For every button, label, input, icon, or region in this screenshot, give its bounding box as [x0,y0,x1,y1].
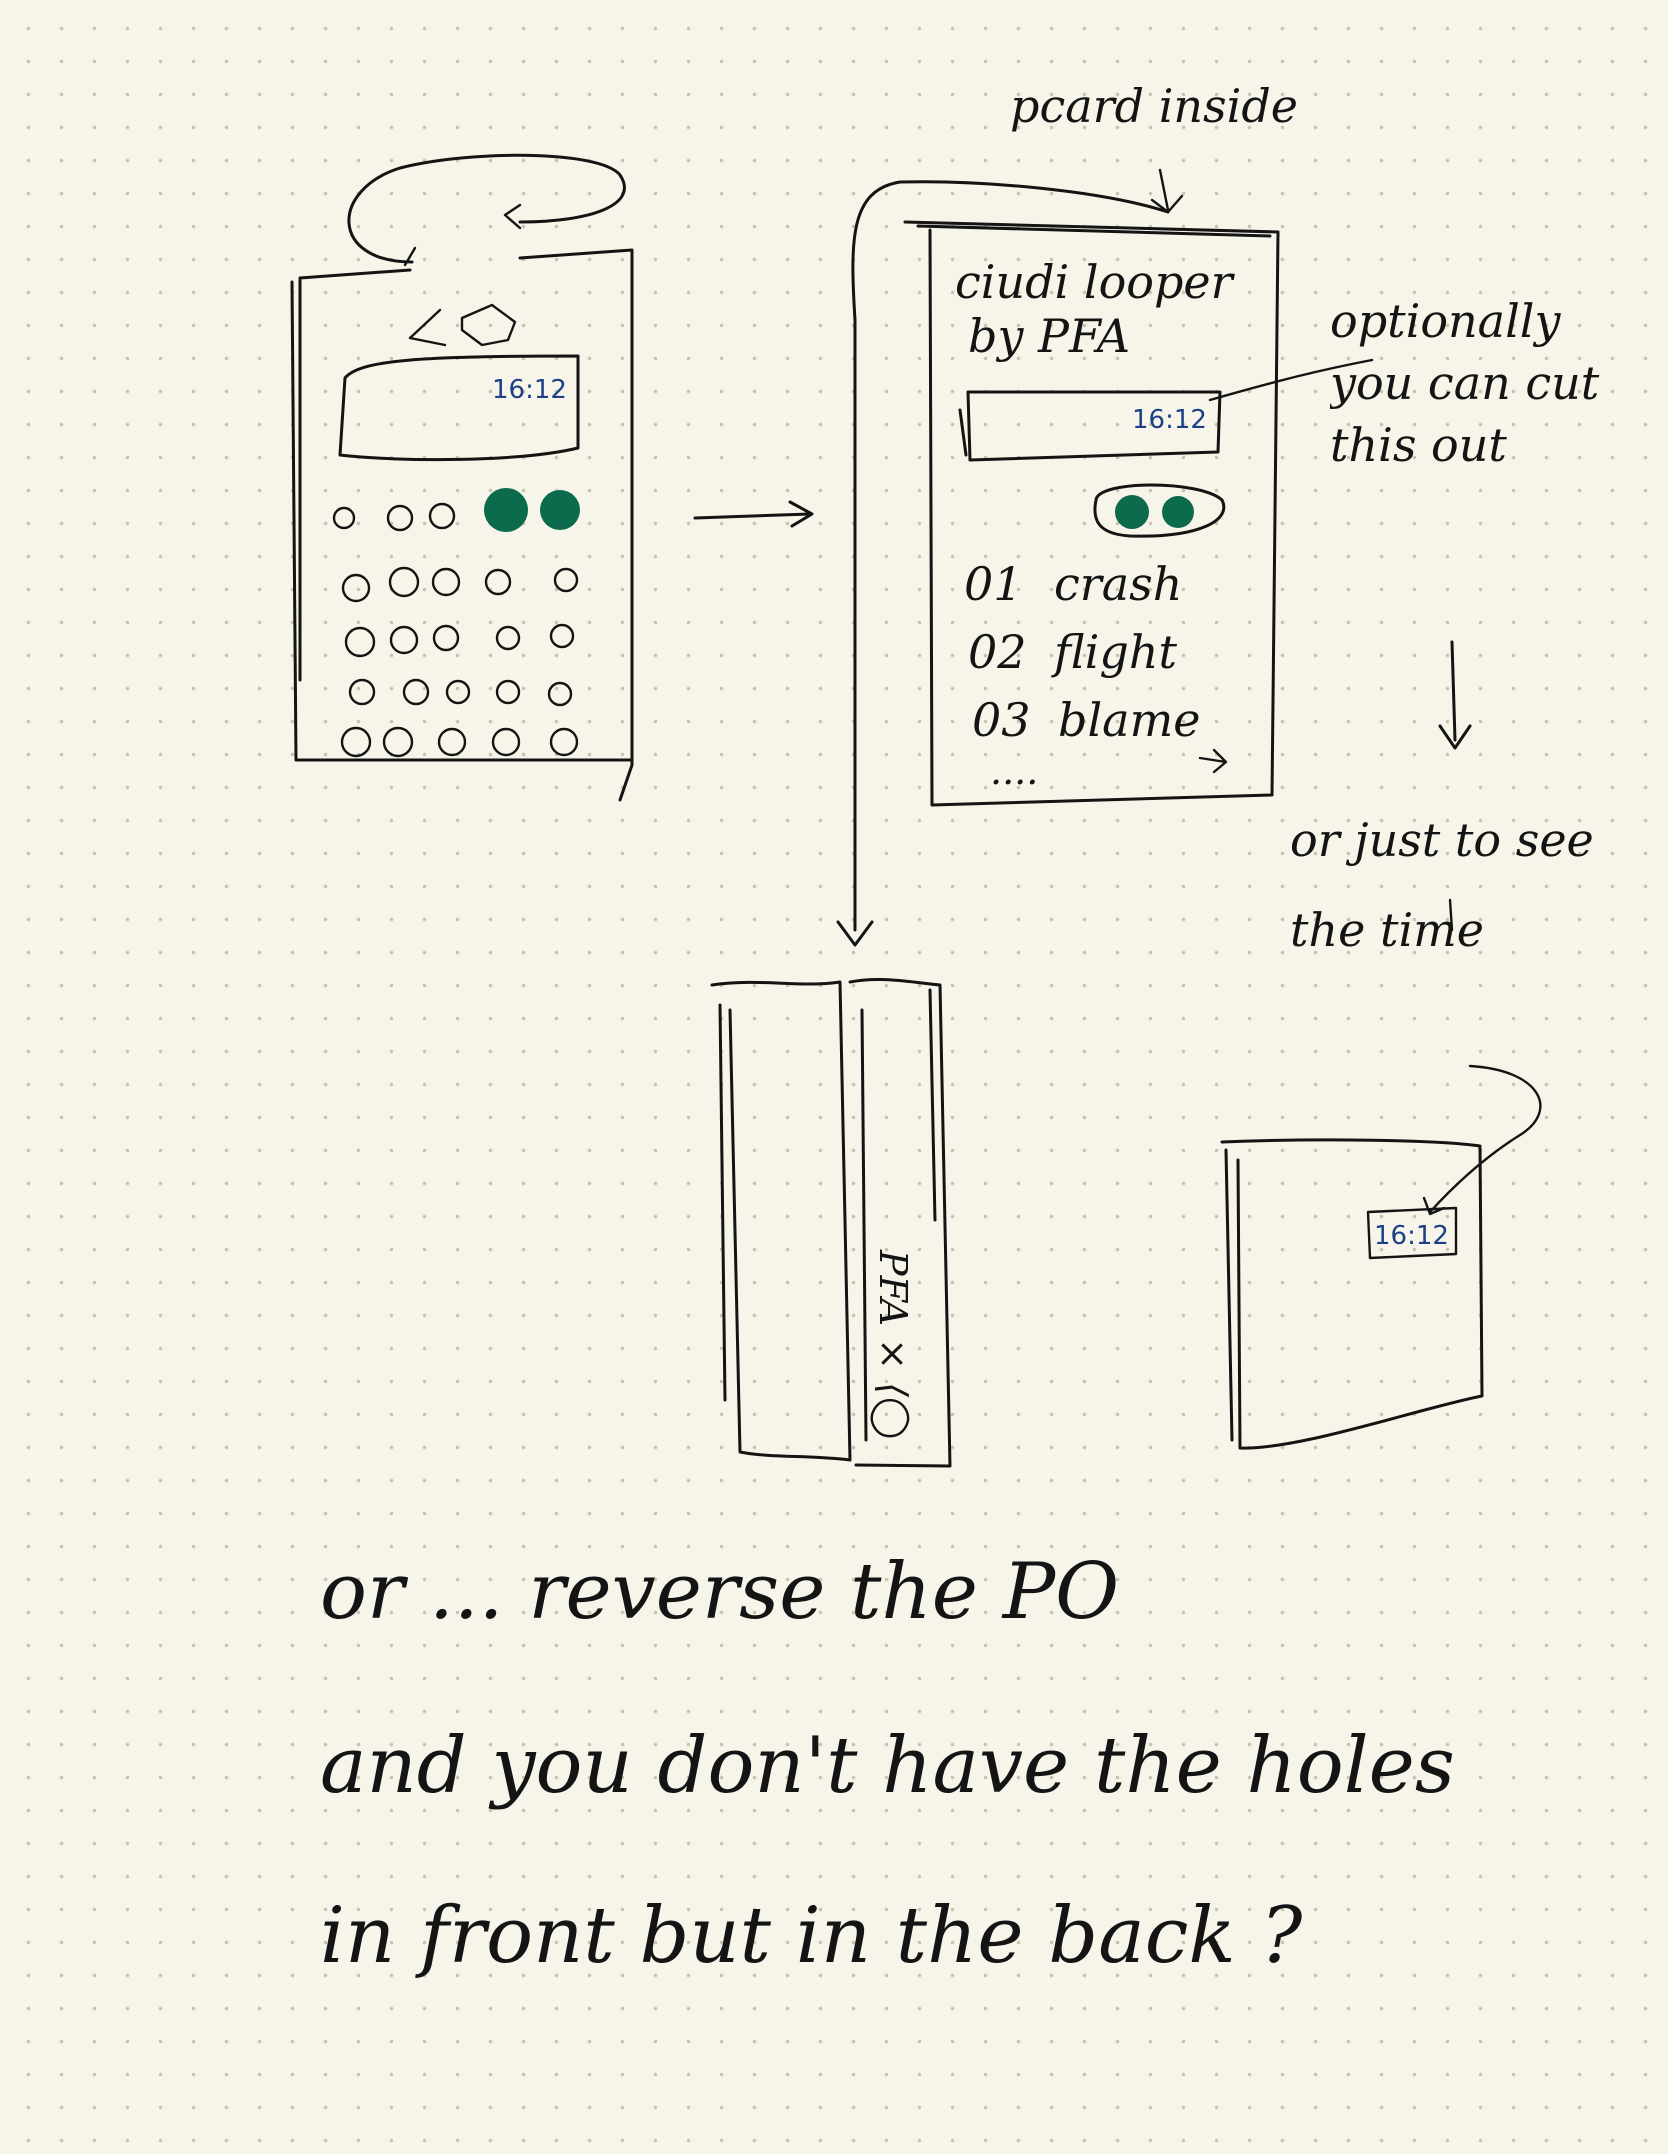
question-line-2: and you don't have the holes [320,1721,1455,1811]
annotation-pcard-inside: pcard inside [1010,79,1298,133]
bottom-question: or ... reverse the PO and you don't have… [320,1547,1455,1981]
left-top-button-row [332,502,456,532]
device-logo-icon [408,303,517,347]
spine-left-panel [710,980,852,1462]
track-number: 03 [972,693,1031,747]
left-keypad-grid [340,566,579,758]
annotation-or-just-box: or just to see the time [1290,813,1594,957]
left-device-sketch: 16:12 [290,153,634,802]
right-annotations: optionally you can cut this out or just … [1290,294,1600,1216]
left-device-body [290,248,634,802]
folded-spine-sketch: PFA × ⟨◯ [710,977,952,1468]
arrow-to-small-clock [1422,1064,1542,1216]
middle-green-button-1 [1115,495,1149,529]
question-line-1: or ... reverse the PO [320,1547,1119,1637]
track-name: flight [1051,625,1177,679]
middle-card-body [903,220,1280,807]
annotation-optionally-box: optionally you can cut this out [1330,294,1600,472]
track-number: 01 [964,557,1023,611]
middle-clock-text: 16:12 [1132,405,1207,435]
green-button-1 [484,488,528,532]
annotation-or-just: or just to see the time [1290,813,1594,957]
device-title-line2: by PFA [968,309,1130,363]
arrow-down-right [1438,640,1472,750]
annotation-pointer [1208,358,1374,402]
track-number: 02 [968,625,1027,679]
left-screen [338,354,580,462]
handle-loop [347,153,626,264]
annotation-optionally: optionally you can cut this out [1330,294,1600,472]
corner-arrow [1198,748,1228,774]
track-list-more: .... [990,749,1038,793]
green-button-pill [1093,483,1226,538]
track-name: crash [1054,557,1182,611]
spine-label: PFA × ⟨◯ [870,1249,915,1439]
middle-green-button-2 [1162,496,1194,528]
spine-right-panel [848,977,952,1468]
track-name: blame [1058,693,1200,747]
small-clock-text: 16:12 [1374,1221,1449,1251]
arrow-right-1 [693,500,814,528]
left-clock-text: 16:12 [492,375,567,405]
small-box-body [1220,1138,1484,1450]
handle-arrows [403,203,522,267]
track-list: 01 crash 02 flight 03 blame .... [964,557,1200,793]
middle-card-sketch: pcard inside ciudi looper by PFA 16:12 0… [836,79,1374,947]
pcard-arrow [1150,168,1184,214]
small-clock-box-sketch: 16:12 [1220,1138,1484,1450]
loop-arrow-down [836,180,1170,947]
middle-screen [958,390,1222,462]
stroke-mark [1448,898,1454,932]
device-title-line1: ciudi looper [955,255,1236,309]
question-line-3: in front but in the back ? [320,1891,1303,1981]
small-clock-screen [1366,1206,1458,1260]
green-button-2 [540,490,580,530]
